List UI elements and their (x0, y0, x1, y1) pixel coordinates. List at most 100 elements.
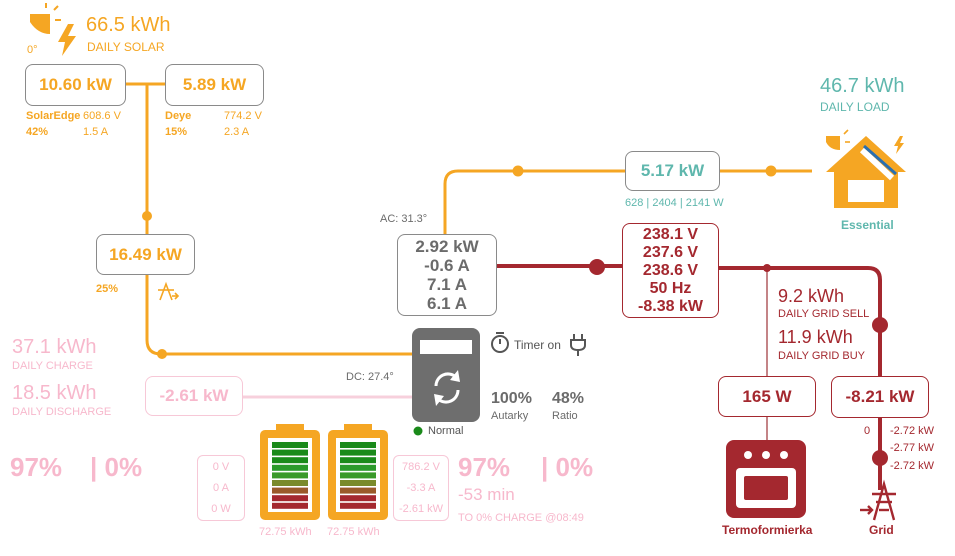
solar-total-power: 16.49 kW (109, 244, 182, 264)
solar-total-box[interactable]: 16.49 kW (96, 234, 195, 275)
load-dot-2 (765, 165, 777, 177)
pv2-power: 5.89 kW (182, 75, 247, 94)
inverter-current-2: 7.1 A (426, 275, 467, 294)
timer-status[interactable]: Timer on (514, 338, 561, 352)
grid-total-power: -8.38 kW (638, 297, 703, 315)
battery-soc-sep-2: | 0% (541, 452, 594, 482)
grid-zero: 0 (864, 425, 871, 437)
daily-load-value: 46.7 kWh (820, 75, 905, 97)
pv1-name: SolarEdge (26, 110, 81, 122)
inverter-power: 2.92 kW (415, 237, 479, 256)
battery-soc-sep: | 0% (90, 452, 143, 482)
battery-2-stats-box[interactable]: 786.2 V -3.3 A -2.61 kW (393, 455, 449, 521)
pv2-current: 2.3 A (224, 126, 250, 138)
grid-power-box[interactable]: -8.21 kW (831, 376, 929, 418)
battery-2-cell (340, 480, 376, 486)
battery-power: -2.61 kW (159, 386, 229, 405)
status-dot (413, 426, 423, 436)
grid-voltage-l2: 237.6 V (642, 243, 699, 261)
battery-1-cell (272, 457, 308, 464)
load-phases: 628 | 2404 | 2141 W (625, 197, 724, 209)
battery-2-cell (340, 464, 376, 471)
inverter-current-1: -0.6 A (424, 256, 470, 275)
load-dot-1 (512, 165, 524, 177)
inverter-box[interactable]: 2.92 kW -0.6 A 7.1 A 6.1 A (397, 234, 497, 316)
battery-2-cell (340, 472, 376, 479)
battery-2-cell (340, 487, 376, 494)
grid-phase-1: -2.72 kW (890, 425, 935, 437)
battery-1-stats-box[interactable]: 0 V 0 A 0 W (197, 455, 245, 521)
solar-flow-lines (92, 82, 412, 356)
ratio-label: Ratio (552, 410, 578, 422)
battery-1-energy: 72.75 kWh (259, 526, 312, 538)
battery-1-cell (272, 495, 308, 502)
pv1-voltage: 608.6 V (83, 110, 121, 122)
pv2-name: Deye (165, 110, 192, 122)
grid-sell-label: DAILY GRID SELL (778, 308, 870, 320)
battery-charge-note: TO 0% CHARGE @08:49 (458, 512, 584, 524)
pv2-voltage: 774.2 V (224, 110, 262, 122)
grid-frequency: 50 Hz (649, 279, 692, 297)
grid-phase-3: -2.72 kW (890, 460, 935, 472)
daily-solar-label: DAILY SOLAR (87, 40, 165, 54)
solar-junction-dot (142, 211, 152, 221)
pv1-percent: 42% (26, 126, 49, 138)
grid-voltage-l3: 238.6 V (642, 261, 699, 279)
battery-2-current: -3.3 A (406, 481, 436, 494)
ratio-value: 48% (552, 390, 585, 407)
battery-1-cell (272, 442, 308, 448)
inverter-device-icon (412, 328, 480, 422)
house-icon (826, 129, 906, 208)
lightning-icon (58, 24, 76, 56)
grid-dot-3 (872, 317, 888, 333)
solar-transfer-icon (158, 281, 180, 301)
battery-2-cell (340, 457, 376, 464)
battery-1-cells (272, 442, 308, 509)
aux-power: 165 W (742, 386, 792, 406)
pv1-current: 1.5 A (83, 126, 109, 138)
battery-1-current: 0 A (213, 481, 229, 494)
battery-1-cell (272, 472, 308, 479)
pv1-power-box[interactable]: 10.60 kW (25, 64, 126, 106)
battery-power-box[interactable]: -2.61 kW (145, 376, 243, 416)
daily-discharge-label: DAILY DISCHARGE (12, 406, 112, 418)
battery-1-cell (272, 502, 308, 509)
grid-label: Grid (869, 523, 894, 537)
pv2-power-box[interactable]: 5.89 kW (165, 64, 264, 106)
solar-sun-icon (30, 3, 61, 34)
grid-voltage-box[interactable]: 238.1 V 237.6 V 238.6 V 50 Hz -8.38 kW (622, 223, 719, 318)
battery-soc-2: 97% (458, 452, 511, 482)
grid-phase-2: -2.77 kW (890, 442, 935, 454)
battery-1-cell (272, 449, 308, 456)
daily-discharge-value: 18.5 kWh (12, 382, 97, 404)
grid-voltage-l1: 238.1 V (642, 225, 699, 243)
grid-sell-value: 9.2 kWh (778, 286, 845, 306)
battery-2-cells (340, 442, 376, 509)
battery-1-power: 0 W (211, 502, 231, 515)
grid-pylon-icon (860, 479, 896, 521)
essential-label: Essential (841, 218, 894, 232)
essential-power-box[interactable]: 5.17 kW (625, 151, 720, 191)
aux-power-box[interactable]: 165 W (718, 376, 816, 417)
grid-dot-1 (589, 259, 605, 275)
grid-dot-2 (763, 264, 771, 272)
battery-2-cell (340, 449, 376, 456)
battery-1-cell (272, 480, 308, 486)
battery-soc: 97% (10, 452, 63, 482)
battery-2-energy: 72.75 kWh (327, 526, 380, 538)
battery-2-voltage: 786.2 V (402, 460, 440, 473)
daily-charge-value: 37.1 kWh (12, 336, 97, 358)
inverter-status: Normal (428, 425, 464, 437)
battery-2-cell (340, 495, 376, 502)
grid-buy-value: 11.9 kWh (778, 327, 853, 347)
battery-2-cell (340, 442, 376, 448)
sun-angle: 0° (27, 44, 38, 56)
battery-time-remaining: -53 min (458, 485, 515, 504)
aux-load-label: Termoformierka (722, 523, 813, 537)
battery-1-cell (272, 464, 308, 471)
solar-total-percent: 25% (96, 283, 119, 295)
autarky-label: Autarky (491, 410, 529, 422)
pv1-power: 10.60 kW (39, 75, 112, 94)
inverter-current-3: 6.1 A (426, 294, 467, 313)
